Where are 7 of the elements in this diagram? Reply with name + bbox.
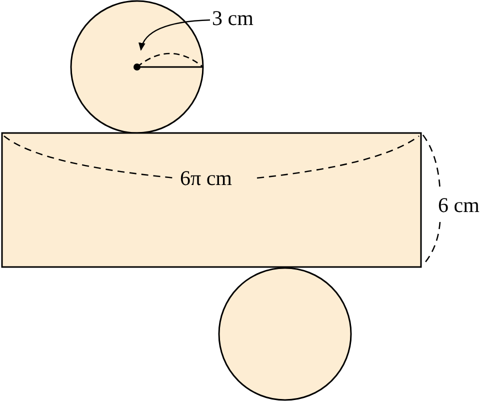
rectangle-side [1, 132, 422, 268]
circumference-label: 6π cm [180, 168, 232, 189]
leader-arrow [139, 19, 210, 51]
circle-base [218, 267, 352, 401]
circle-base [70, 0, 204, 134]
height-label: 6 cm [438, 195, 480, 216]
radius-label: 3 cm [212, 8, 254, 29]
